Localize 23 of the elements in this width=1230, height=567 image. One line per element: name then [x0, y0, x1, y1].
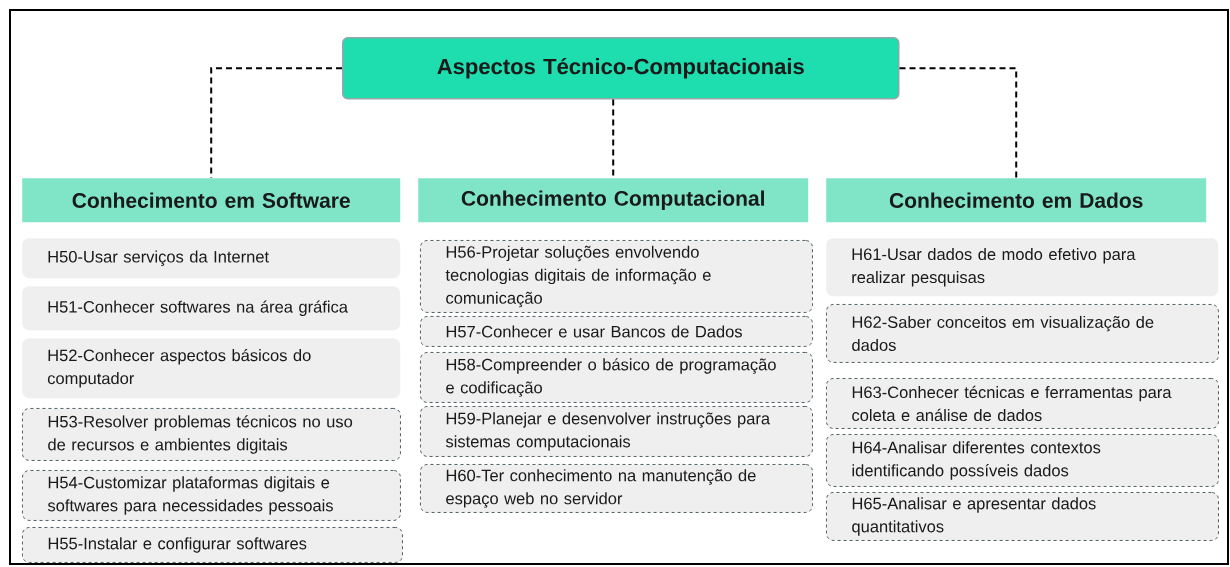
- connector-line: [612, 98, 615, 179]
- skill-box: H59-Planejar e desenvolver instruções para sistemas computacionais: [420, 406, 813, 457]
- category-header: Conhecimento em Dados: [826, 178, 1207, 223]
- category-header: Conhecimento Computacional: [418, 178, 809, 223]
- skill-box: H56-Projetar soluções envolvendo tecnologias digitais de informação e comunicação: [420, 240, 813, 313]
- connector-line: [898, 67, 1018, 179]
- skill-box: H51-Conhecer softwares na área gráfica: [22, 286, 401, 331]
- skill-box: H62-Saber conceitos em visualização de dados: [826, 304, 1219, 363]
- skill-box: H58-Compreender o básico de programação e codificação: [420, 352, 813, 403]
- skill-box: H60-Ter conhecimento na manutenção de espaço web no servidor: [420, 464, 813, 513]
- skill-box: H65-Analisar e apresentar dados quantitativos: [826, 492, 1219, 541]
- skill-box: H53-Resolver problemas técnicos no uso de recursos e ambientes digitais: [22, 408, 401, 461]
- title-box: Aspectos Técnico-Computacionais: [342, 37, 900, 100]
- skill-box: H63-Conhecer técnicas e ferramentas para coleta e análise de dados: [826, 378, 1219, 429]
- skill-box: H57-Conhecer e usar Bancos de Dados: [420, 316, 813, 347]
- skill-box: H55-Instalar e configurar softwares: [22, 527, 403, 563]
- skill-box: H54-Customizar plataformas digitais e softwares para necessidades pessoais: [22, 470, 401, 521]
- category-header: Conhecimento em Software: [22, 178, 401, 223]
- skill-box: H52-Conhecer aspectos básicos do computador: [22, 338, 401, 399]
- skill-box: H61-Usar dados de modo efetivo para realizar pesquisas: [826, 238, 1219, 297]
- skill-box: H50-Usar serviços da Internet: [22, 238, 401, 279]
- connector-line: [210, 67, 343, 179]
- skill-box: H64-Analisar diferentes contextos identificando possíveis dados: [826, 434, 1219, 487]
